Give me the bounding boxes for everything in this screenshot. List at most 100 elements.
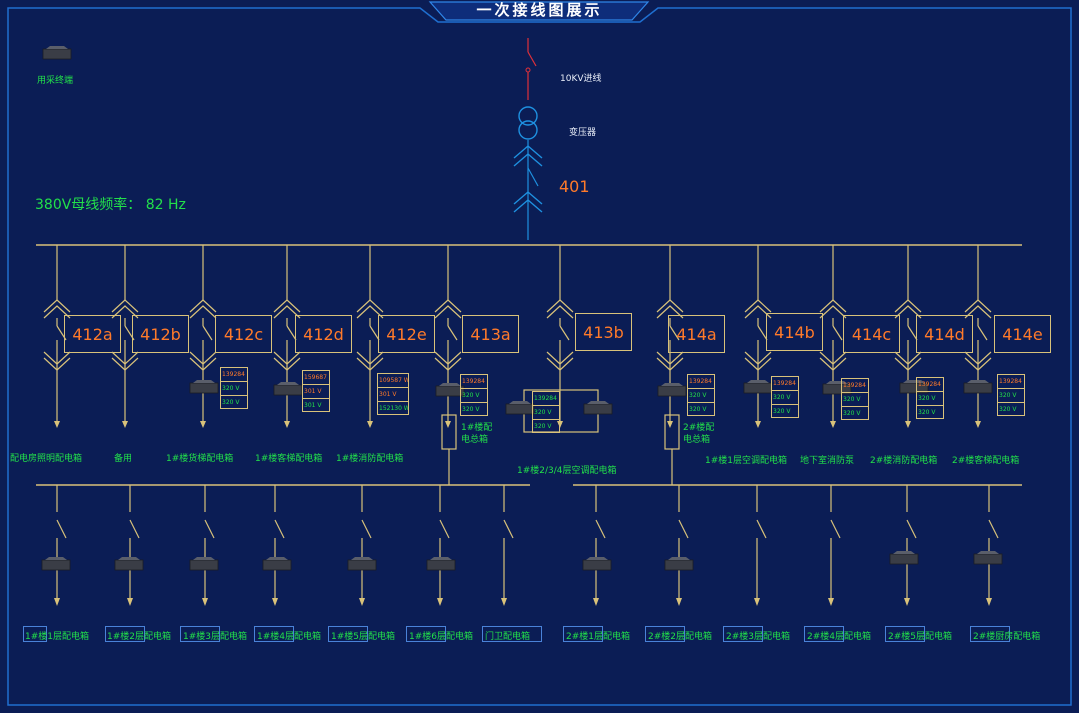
floor-box-2-4[interactable]: [804, 626, 844, 642]
arrow-412e: [367, 421, 373, 428]
floor-box-1-3[interactable]: [180, 626, 220, 642]
branch-label-412b: 备用: [114, 454, 133, 464]
device-icon-top: [509, 401, 531, 404]
floor-box-1-1[interactable]: [23, 626, 47, 642]
breaker-412a[interactable]: 412a: [64, 315, 121, 353]
device-icon: [973, 553, 1003, 565]
chevron-top-414c: [819, 299, 847, 313]
floor-label: 2#楼3层配电箱: [726, 632, 790, 642]
floor-box-2-3[interactable]: [723, 626, 763, 642]
title-tab: [428, 1, 650, 21]
breaker-412b[interactable]: 412b: [132, 315, 189, 353]
device-icon: [41, 559, 71, 571]
branch-label-414a: 2#楼配电总箱: [683, 423, 715, 445]
breaker-413a[interactable]: 413a: [462, 315, 519, 353]
device-icon-top: [430, 557, 452, 560]
floor-label: 1#楼6层配电箱: [409, 632, 473, 642]
device-icon: [963, 382, 993, 394]
breaker-412d[interactable]: 412d: [295, 315, 352, 353]
arrow-414e: [975, 421, 981, 428]
breaker-413b[interactable]: 413b: [575, 313, 632, 351]
floor-box-1-5[interactable]: [328, 626, 368, 642]
floor-box-1-2[interactable]: [105, 626, 145, 642]
branch-label-414c: 地下室消防泵: [800, 456, 855, 466]
switch-blade-412e: [369, 325, 380, 341]
floor-box-guard[interactable]: [482, 626, 542, 642]
floor-switch-1: [129, 519, 140, 539]
arrow-412d: [284, 421, 290, 428]
chevron-top2-414d: [894, 305, 922, 319]
incoming-switch: [527, 51, 537, 67]
breaker-412e[interactable]: 412e: [378, 315, 435, 353]
floor-switch-9: [756, 519, 767, 539]
device-icon-top: [277, 382, 299, 385]
device-icon-top: [587, 401, 609, 404]
branch-label-412a: 配电房照明配电箱: [10, 454, 83, 464]
chevron-top2-414a: [656, 305, 684, 319]
floor-switch-10: [830, 519, 841, 539]
breaker-412c[interactable]: 412c: [215, 315, 272, 353]
chevron-top2-414e: [964, 305, 992, 319]
terminal-label: 用采终端: [37, 76, 74, 86]
floor-arrow-4: [359, 598, 365, 606]
switch-blade-414b: [757, 325, 768, 341]
device-icon: [426, 559, 456, 571]
switch-blade-414d: [907, 325, 918, 341]
breaker-414b[interactable]: 414b: [766, 313, 823, 351]
floor-switch-5: [439, 519, 450, 539]
floor-switch-4: [361, 519, 372, 539]
device-icon: [114, 559, 144, 571]
arrow-413b: [557, 421, 563, 428]
floor-label: 2#楼厨房配电箱: [973, 632, 1041, 642]
breaker-414d[interactable]: 414d: [916, 315, 973, 353]
main-breaker-label: 401: [559, 177, 590, 196]
device-icon: [273, 384, 303, 396]
floor-arrow-0: [54, 598, 60, 606]
floor-box-2-2[interactable]: [645, 626, 685, 642]
floor-box-1-6[interactable]: [406, 626, 446, 642]
chevron-top2-412c: [189, 305, 217, 319]
breaker-414c[interactable]: 414c: [843, 315, 900, 353]
arrow-412a: [54, 421, 60, 428]
device-icon-top: [661, 383, 683, 386]
floor-box-2-5[interactable]: [885, 626, 925, 642]
transformer-coil-bottom: [518, 120, 538, 140]
floor-switch-0: [56, 519, 67, 539]
breaker-414a[interactable]: 414a: [668, 315, 725, 353]
floor-label: 1#楼2层配电箱: [107, 632, 171, 642]
switch-blade-414c: [832, 325, 843, 341]
chevron-top2-412e: [356, 305, 384, 319]
floor-arrow-3: [272, 598, 278, 606]
floor-switch-3: [274, 519, 285, 539]
main-chevron-1: [513, 145, 543, 159]
terminal-device-icon[interactable]: [43, 46, 71, 60]
chevron-top-414b: [744, 299, 772, 313]
outer-frame: [7, 7, 1072, 706]
breaker-414e[interactable]: 414e: [994, 315, 1051, 353]
floor-label: 1#楼5层配电箱: [331, 632, 395, 642]
device-icon-top: [967, 380, 989, 383]
switch-blade-414e: [977, 325, 988, 341]
branch-label-414b: 1#楼1层空调配电箱: [705, 456, 787, 466]
floor-switch-11: [906, 519, 917, 539]
floor-box-1-4[interactable]: [254, 626, 294, 642]
chevron-top-412b: [111, 299, 139, 313]
floor-arrow-1: [127, 598, 133, 606]
device-icon: [583, 403, 613, 415]
arrow-414a: [667, 421, 673, 428]
floor-box-2-1[interactable]: [563, 626, 603, 642]
floor-box-2-kitchen[interactable]: [970, 626, 1010, 642]
device-icon-top: [46, 46, 68, 49]
